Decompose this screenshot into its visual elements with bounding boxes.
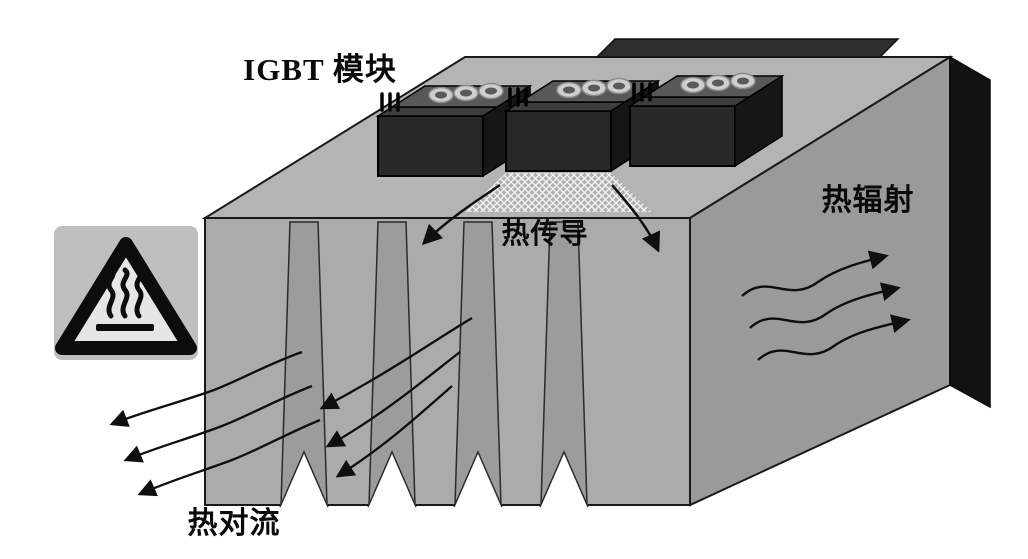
module-front-face bbox=[505, 110, 612, 172]
convection-arrow-outer-2 bbox=[123, 384, 313, 463]
module-pins bbox=[380, 92, 400, 112]
bottom-notch bbox=[367, 450, 417, 508]
module-pins bbox=[632, 82, 652, 102]
module-terminals bbox=[680, 72, 756, 94]
bottom-notch bbox=[539, 450, 589, 508]
module-step bbox=[503, 101, 628, 112]
radiation-wave-2 bbox=[749, 282, 901, 329]
radiation-wave-3 bbox=[757, 314, 911, 361]
heat-conduction-zone bbox=[465, 173, 652, 212]
label-radiation: 热辐射 bbox=[822, 184, 915, 217]
module-terminals bbox=[556, 77, 632, 99]
conduction-arrows bbox=[421, 183, 661, 253]
bottom-notch bbox=[279, 450, 329, 508]
label-convection: 热对流 bbox=[188, 507, 281, 540]
radiation-waves bbox=[741, 250, 911, 361]
heatsink-fin-grooves bbox=[280, 221, 588, 506]
conduction-arrow-right bbox=[611, 184, 661, 253]
module-step bbox=[627, 96, 752, 107]
convection-arrow-inner-1 bbox=[319, 317, 473, 410]
convection-arrow-inner-2 bbox=[325, 351, 461, 448]
convection-arrow-outer-3 bbox=[137, 418, 321, 497]
module-terminals bbox=[428, 82, 504, 104]
heatsink-bottom-notches bbox=[279, 450, 589, 508]
module-step bbox=[375, 106, 500, 117]
igbt-module-3 bbox=[627, 72, 785, 168]
igbt-module-2 bbox=[503, 77, 661, 173]
label-conduction: 热传导 bbox=[501, 218, 588, 250]
heatsink-dark-edge bbox=[949, 55, 991, 409]
convection-arrow-outer-1 bbox=[109, 350, 303, 427]
bottom-notch bbox=[453, 450, 503, 508]
heat-wave-glyphs bbox=[106, 267, 144, 319]
convection-arrows bbox=[109, 317, 473, 497]
module-back-row bbox=[595, 38, 900, 58]
hot-surface-bar bbox=[96, 324, 154, 331]
module-front-face bbox=[377, 115, 484, 177]
module-front-face bbox=[629, 105, 736, 167]
module-pins bbox=[508, 87, 528, 107]
convection-arrow-inner-3 bbox=[335, 385, 453, 478]
igbt-module-1 bbox=[375, 82, 533, 178]
conduction-zone-hatch bbox=[465, 173, 652, 212]
hot-surface-warning-icon bbox=[54, 226, 198, 360]
label-igbt-module: IGBT 模块 bbox=[243, 52, 397, 87]
radiation-wave-1 bbox=[741, 250, 889, 297]
conduction-arrow-left bbox=[421, 183, 501, 246]
